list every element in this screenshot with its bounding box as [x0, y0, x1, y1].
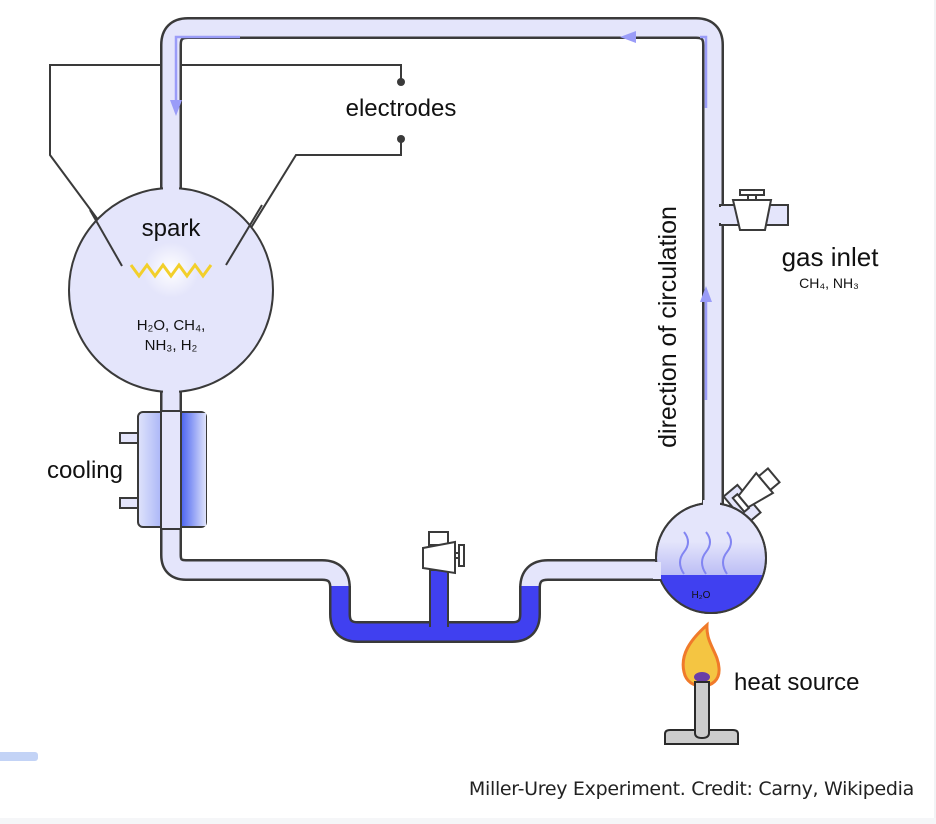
burner-flame-icon — [681, 621, 721, 688]
gas-inlet-valve-icon — [731, 189, 773, 231]
page-edge — [934, 0, 936, 818]
arrow-head-up-icon — [700, 286, 712, 302]
electrodes-label: electrodes — [346, 95, 457, 122]
flow-arrows — [174, 35, 708, 400]
gas-inlet-contents: CH₄, NH₃ — [799, 275, 859, 291]
boiling-flask — [653, 483, 767, 614]
figure-caption: Miller-Urey Experiment. Credit: Carny, W… — [468, 778, 914, 800]
boil-flask-stopcock-icon — [731, 467, 781, 514]
water-label: H₂O — [692, 590, 711, 601]
flask-contents-line2: NH₃, H₂ — [145, 337, 198, 354]
electrode-left — [89, 209, 123, 267]
electrode-right — [225, 204, 263, 266]
electrode-wires — [49, 64, 402, 266]
electrode-terminal-bottom — [397, 135, 405, 143]
left-edge-tab — [0, 752, 38, 761]
spark-flask — [68, 180, 274, 401]
drain-stopcock-icon — [422, 531, 465, 575]
circulation-label: direction of circulation — [654, 206, 682, 448]
heat-source-label: heat source — [734, 669, 859, 696]
cooling-jacket — [119, 410, 207, 530]
electrode-terminal-top — [397, 78, 405, 86]
arrow-head-left-icon — [620, 31, 636, 43]
spark-icon — [129, 262, 213, 279]
cooling-label: cooling — [47, 457, 123, 484]
burner-icon — [664, 681, 739, 745]
flask-contents-line1: H₂O, CH₄, — [137, 317, 206, 334]
arrow-head-down-icon — [170, 100, 182, 116]
gas-inlet-label: gas inlet — [782, 242, 880, 272]
bottom-band — [0, 818, 936, 824]
spark-label: spark — [142, 215, 202, 242]
